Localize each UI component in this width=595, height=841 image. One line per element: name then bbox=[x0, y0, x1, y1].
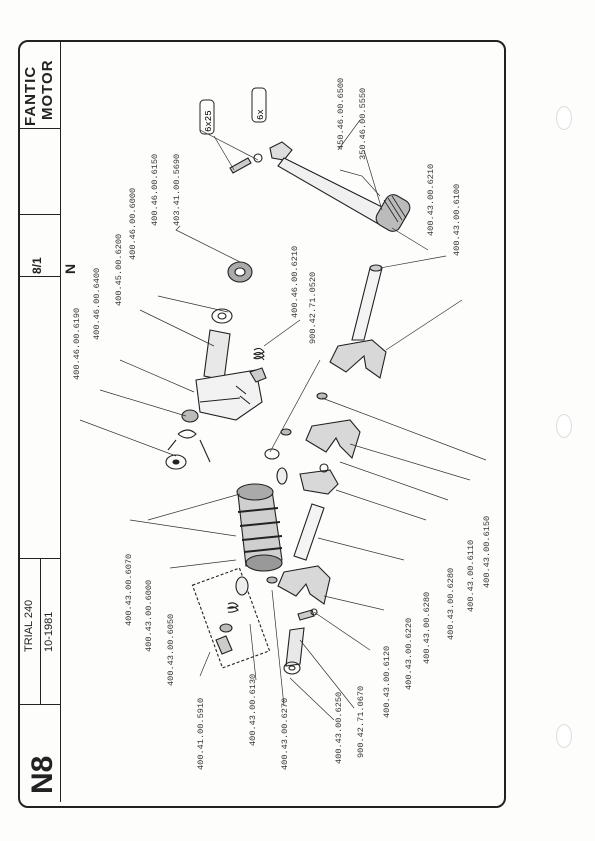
selector-fork-1 bbox=[329, 339, 387, 379]
part-label: 400.46.00.6150 bbox=[150, 153, 160, 226]
fork-shaft-1 bbox=[351, 264, 383, 341]
selector-fork-2 bbox=[305, 419, 361, 460]
binder-hole-middle bbox=[556, 414, 572, 438]
part-label: 400.43.00.6000 bbox=[144, 579, 154, 652]
return-spring bbox=[167, 429, 211, 463]
part-label: 400.43.00.6050 bbox=[166, 613, 176, 686]
drum-pin bbox=[266, 576, 278, 584]
part-label: 350.46.00.5550 bbox=[358, 87, 368, 160]
washer-2 bbox=[165, 454, 187, 470]
part-label: 400.43.00.6070 bbox=[124, 553, 134, 626]
pin-1 bbox=[316, 392, 328, 400]
part-label: 400.43.00.6220 bbox=[404, 617, 414, 690]
part-label: 450.46.00.6500 bbox=[336, 77, 346, 150]
part-label: 400.43.00.6150 bbox=[482, 515, 492, 588]
binder-hole-bottom bbox=[556, 724, 572, 748]
selector-fork-3 bbox=[299, 463, 339, 495]
oil-seal bbox=[227, 261, 253, 283]
leader-lines bbox=[79, 119, 487, 721]
pin-3 bbox=[276, 467, 288, 485]
part-label: 400.41.00.5910 bbox=[196, 697, 206, 770]
gear-lever-pedal bbox=[269, 141, 411, 232]
part-label: 900.42.71.0520 bbox=[308, 271, 318, 344]
part-label: 400.46.00.6210 bbox=[290, 245, 300, 318]
part-label: 400.43.00.6130 bbox=[248, 673, 258, 746]
part-label: 400.46.00.6000 bbox=[128, 187, 138, 260]
fork-shaft-2 bbox=[293, 503, 325, 561]
part-label: 400.45.00.6200 bbox=[114, 233, 124, 306]
washer-4 bbox=[283, 661, 301, 675]
spring-small bbox=[252, 347, 265, 361]
screw-tag-6x bbox=[251, 87, 267, 123]
part-label: 900.42.71.0670 bbox=[356, 685, 366, 758]
part-label: 400.43.00.6280 bbox=[422, 591, 432, 664]
part-label: 403.41.00.5690 bbox=[172, 153, 182, 226]
bushing bbox=[181, 409, 199, 423]
washer-1 bbox=[211, 308, 233, 324]
part-label: 400.43.00.6110 bbox=[466, 539, 476, 612]
title-block: FANTIC MOTOR 8/1 TRIAL 240 10-1981 N8 bbox=[20, 42, 61, 802]
drawing-frame bbox=[18, 40, 506, 808]
screw-tag-6x25-text: 6x25 bbox=[204, 110, 214, 132]
screw-tag-6x-text: 6x bbox=[256, 109, 266, 120]
screw-bottom bbox=[297, 608, 318, 621]
part-label: 400.46.00.6190 bbox=[72, 307, 82, 380]
part-label: 400.46.00.6400 bbox=[92, 267, 102, 340]
fork-plate bbox=[285, 627, 305, 667]
bolt-6x25 bbox=[229, 153, 263, 174]
part-label: 400.43.00.6270 bbox=[280, 697, 290, 770]
detent-assembly bbox=[191, 567, 271, 669]
shift-shaft-selector bbox=[195, 329, 267, 421]
pin-2 bbox=[280, 428, 292, 436]
part-label: 400.43.00.6250 bbox=[334, 691, 344, 764]
selector-fork-4 bbox=[277, 565, 331, 605]
part-label: 400.43.00.6210 bbox=[426, 163, 436, 236]
part-label: 400.43.00.6120 bbox=[382, 645, 392, 718]
washer-3 bbox=[264, 448, 280, 460]
part-label: 400.43.00.6100 bbox=[452, 183, 462, 256]
part-label: 400.43.00.6280 bbox=[446, 567, 456, 640]
binder-hole-top bbox=[556, 106, 572, 130]
shift-drum bbox=[236, 483, 283, 572]
